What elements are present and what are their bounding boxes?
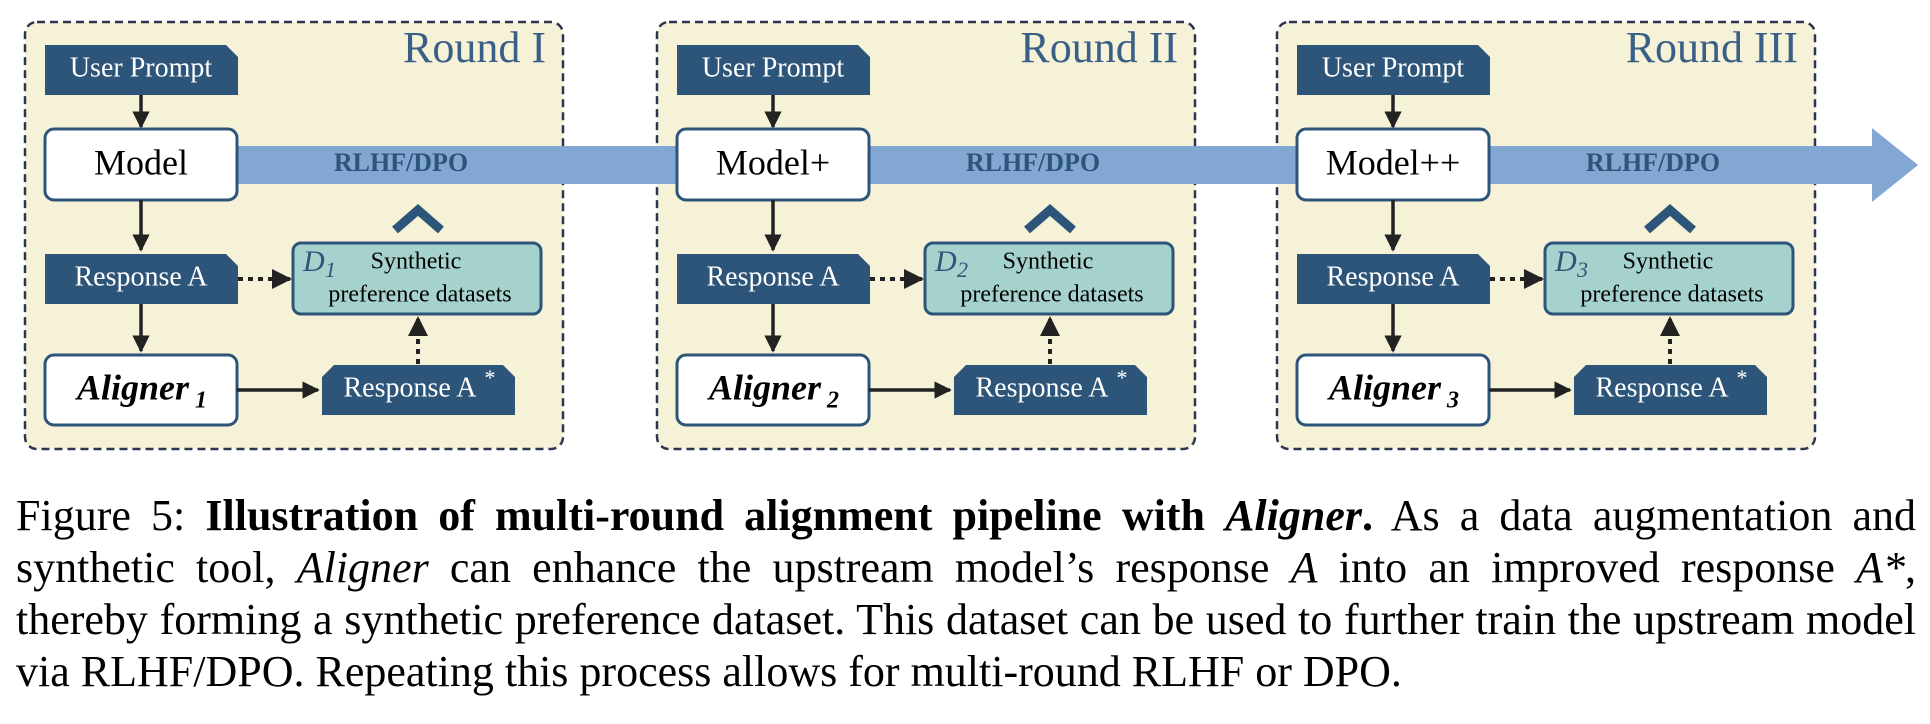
figure-caption: Figure 5: Illustration of multi-round al…: [16, 491, 1916, 696]
dataset-symbol-2: D: [934, 245, 957, 278]
user-prompt-label-3: User Prompt: [1322, 52, 1465, 83]
user-prompt-box-1: [45, 45, 238, 95]
caption-var-a: A: [1290, 543, 1318, 592]
aligner-index-1: 1: [195, 388, 207, 414]
dataset-box-1: [291, 241, 543, 316]
response-a-label-3: Response A: [1327, 261, 1461, 292]
dataset-box-2: [923, 241, 1175, 316]
response-a-star-box-3: [1574, 365, 1767, 415]
response-a-label-1: Response A: [75, 261, 209, 292]
response-a-star-label-3: Response A: [1596, 372, 1730, 403]
response-a-star-mark-1: *: [485, 365, 496, 390]
user-prompt-label-1: User Prompt: [70, 52, 213, 83]
aligner-index-2: 2: [826, 388, 839, 414]
response-a-star-mark-2: *: [1117, 365, 1128, 390]
response-a-star-label-2: Response A: [976, 372, 1110, 403]
dataset-line1-2: Synthetic: [1003, 249, 1094, 275]
caption-bold-title: Illustration of multi-round alignment pi…: [205, 491, 1373, 540]
response-a-star-label-1: Response A: [344, 372, 478, 403]
response-a-box-3: [1297, 254, 1490, 304]
aligner-index-3: 3: [1446, 388, 1459, 414]
rlhf-dpo-label-2: RLHF/DPO: [966, 148, 1100, 177]
dataset-line2-1: preference datasets: [328, 282, 511, 308]
caption-aligner-term: Aligner: [1225, 491, 1362, 540]
dataset-index-3: 3: [1576, 257, 1588, 282]
user-prompt-box-2: [677, 45, 870, 95]
dataset-symbol-3: D: [1554, 245, 1577, 278]
dataset-index-1: 1: [325, 257, 336, 282]
dataset-line1-3: Synthetic: [1623, 249, 1714, 275]
dataset-box-3: [1543, 241, 1795, 316]
rlhf-dpo-label-3: RLHF/DPO: [1586, 148, 1720, 177]
user-prompt-label-2: User Prompt: [702, 52, 845, 83]
model-label-2: Model+: [716, 142, 830, 182]
dataset-index-2: 2: [957, 257, 968, 282]
dataset-line2-2: preference datasets: [960, 282, 1143, 308]
dataset-line1-1: Synthetic: [371, 249, 462, 275]
response-a-star-mark-3: *: [1737, 365, 1748, 390]
dataset-symbol-1: D: [302, 245, 325, 278]
aligner-label-3: Aligner: [1327, 367, 1442, 407]
response-a-star-box-2: [954, 365, 1147, 415]
response-a-box-2: [677, 254, 870, 304]
caption-prefix: Figure 5:: [16, 491, 206, 540]
chevron-up-icon-3: [1644, 204, 1696, 234]
caption-var-a-star: A*: [1856, 543, 1905, 592]
model-label-3: Model++: [1326, 142, 1461, 182]
round-title-2: Round II: [1020, 23, 1178, 72]
dataset-line2-3: preference datasets: [1580, 282, 1763, 308]
aligner-label-2: Aligner: [707, 367, 822, 407]
model-label-1: Model: [94, 142, 188, 182]
aligner-label-1: Aligner: [75, 367, 190, 407]
response-a-box-1: [45, 254, 238, 304]
chevron-up-icon-2: [1024, 204, 1076, 234]
round-title-3: Round III: [1626, 23, 1798, 72]
caption-aligner-italic: Aligner: [296, 543, 429, 592]
user-prompt-box-3: [1297, 45, 1490, 95]
chevron-up-icon-1: [392, 204, 444, 234]
response-a-label-2: Response A: [707, 261, 841, 292]
rlhf-dpo-label-1: RLHF/DPO: [334, 148, 468, 177]
response-a-star-box-1: [322, 365, 515, 415]
round-title-1: Round I: [403, 23, 546, 72]
